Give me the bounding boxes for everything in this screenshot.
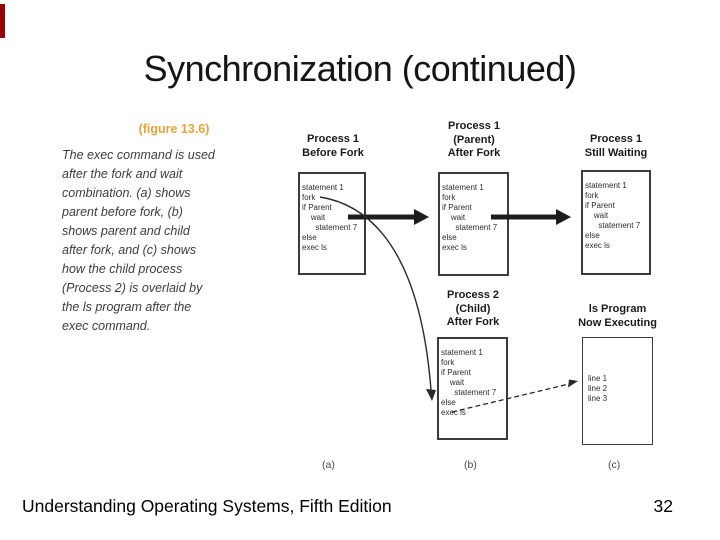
ls-output-text: line 1 line 2 line 3: [588, 374, 608, 403]
panel-letter-a: (a): [322, 459, 335, 471]
panel-header-parent-after-fork: Process 1 (Parent) After Fork: [447, 120, 501, 159]
process-code: statement 1 fork if Parent wait statemen…: [302, 183, 358, 252]
figure-label: (figure 13.6): [138, 122, 210, 136]
figure-caption-block: (figure 13.6) The exec command is used a…: [62, 122, 254, 336]
process-code: statement 1 fork if Parent wait statemen…: [585, 181, 641, 250]
panel-header-ls-program: ls Program Now Executing: [578, 303, 657, 329]
panel-letter-c: (c): [608, 459, 621, 471]
panel-letter-b: (b): [464, 459, 477, 471]
process-box-child-after-fork: statement 1 fork if Parent wait statemen…: [437, 337, 508, 440]
panel-header-child-after-fork: Process 2 (Child) After Fork: [446, 289, 500, 328]
process-box-still-waiting: statement 1 fork if Parent wait statemen…: [581, 170, 651, 275]
panel-header-before-fork: Process 1 Before Fork: [302, 133, 364, 159]
process-box-ls-program: line 1 line 2 line 3: [582, 337, 653, 445]
footer-book-title: Understanding Operating Systems, Fifth E…: [22, 496, 392, 516]
page-number: 32: [653, 496, 673, 516]
process-box-before-fork: statement 1 fork if Parent wait statemen…: [298, 172, 366, 275]
process-code: statement 1 fork if Parent wait statemen…: [442, 183, 498, 252]
panel-header-still-waiting: Process 1 Still Waiting: [584, 133, 648, 159]
slide-edge-accent: [0, 4, 5, 38]
process-box-parent-after-fork: statement 1 fork if Parent wait statemen…: [438, 172, 509, 276]
process-code: statement 1 fork if Parent wait statemen…: [441, 348, 497, 417]
page-title: Synchronization (continued): [143, 48, 577, 89]
figure-caption: The exec command is used after the fork …: [62, 148, 215, 333]
